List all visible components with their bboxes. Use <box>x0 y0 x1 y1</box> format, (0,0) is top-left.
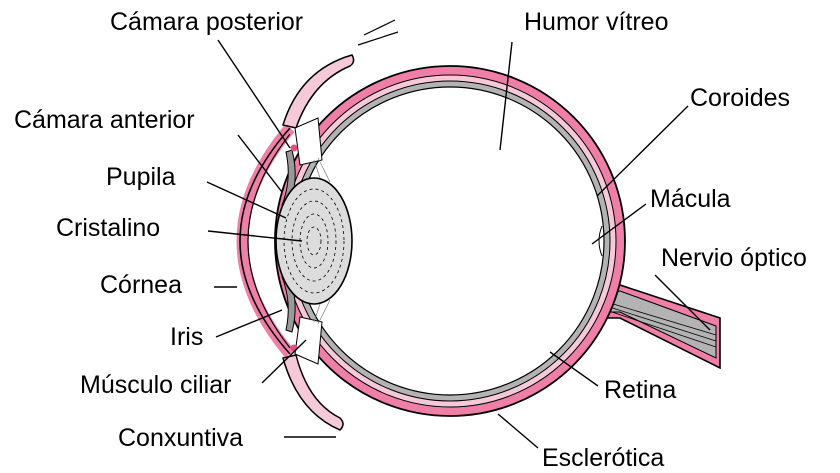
label-cornea: Córnea <box>100 271 182 299</box>
lens <box>276 178 352 304</box>
label-coroides: Coroides <box>690 84 790 112</box>
label-macula: Mácula <box>650 185 731 213</box>
ciliary-dot-upper <box>291 145 298 152</box>
label-esclerotica: Esclerótica <box>542 444 664 472</box>
label-camara-posterior: Cámara posterior <box>110 8 303 36</box>
label-iris: Iris <box>170 323 203 351</box>
ciliary-muscle-lower <box>295 317 322 364</box>
label-humor-vitreo: Humor vítreo <box>524 8 668 36</box>
label-camara-anterior: Cámara anterior <box>14 106 195 134</box>
label-retina: Retina <box>604 376 676 404</box>
label-musculo-ciliar: Músculo ciliar <box>80 371 231 399</box>
label-cristalino: Cristalino <box>56 214 160 242</box>
ciliary-dot-lower <box>291 345 298 352</box>
label-nervio-optico: Nervio óptico <box>661 244 807 272</box>
label-conxuntiva: Conxuntiva <box>118 424 243 452</box>
label-pupila: Pupila <box>106 163 176 191</box>
ciliary-muscle-upper <box>295 118 322 165</box>
